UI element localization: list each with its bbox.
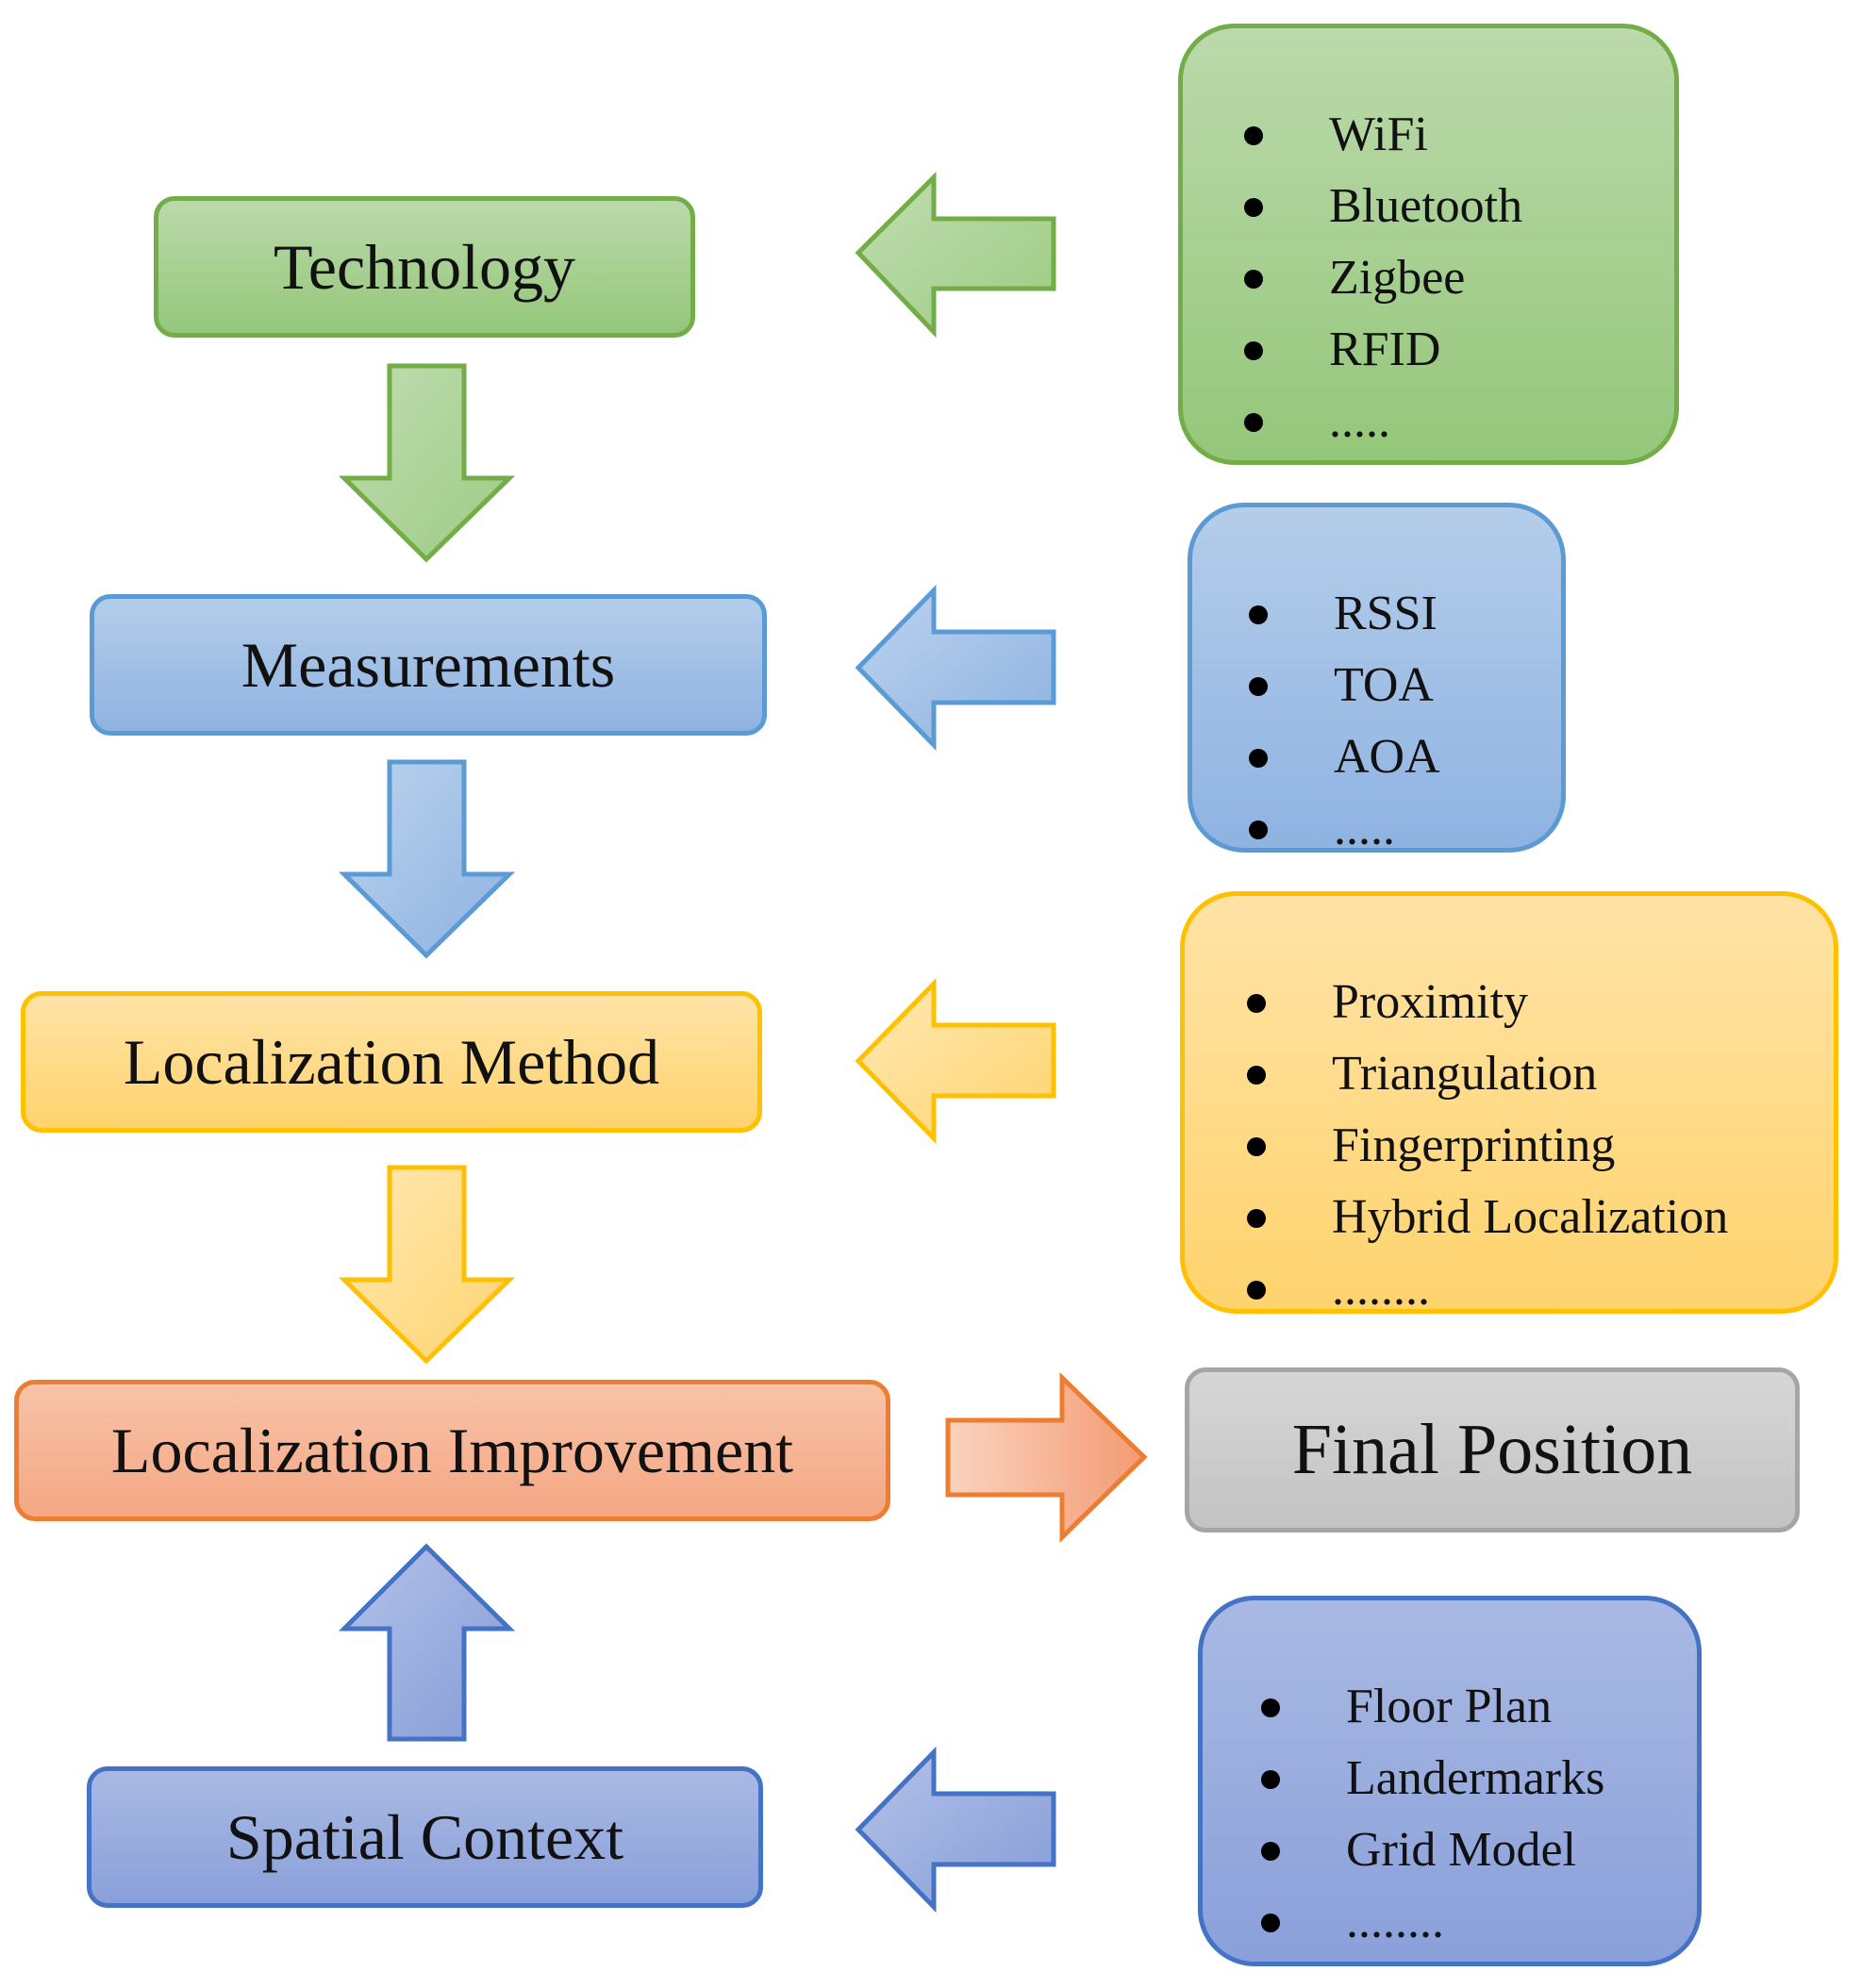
bullet-icon <box>1261 1770 1280 1789</box>
list-item: ........ <box>1247 1253 1728 1325</box>
bullet-icon <box>1244 198 1263 217</box>
arrow-down-technology-measurements <box>338 363 516 563</box>
final-position-box: Final Position <box>1185 1367 1800 1532</box>
list-item: Proximity <box>1247 967 1728 1038</box>
measurements-box: Measurements <box>90 594 767 736</box>
list-item: Hybrid Localization <box>1247 1182 1728 1253</box>
measurements-label: Measurements <box>241 628 616 701</box>
bullet-icon <box>1249 749 1268 768</box>
spatial-context-list-box: Floor Plan Landermarks Grid Model ......… <box>1198 1596 1702 1966</box>
bullet-icon <box>1249 820 1268 839</box>
bullet-icon <box>1247 1066 1266 1085</box>
list-item: ..... <box>1249 793 1440 865</box>
measurements-list-box: RSSI TOA AOA ..... <box>1188 503 1566 855</box>
list-item: Fingerprinting <box>1247 1110 1728 1182</box>
bullet-icon <box>1247 994 1266 1013</box>
arrow-left-localization-method <box>855 977 1056 1145</box>
arrow-left-spatial-context <box>855 1746 1056 1913</box>
list-item: Zigbee <box>1244 242 1522 314</box>
final-position-label: Final Position <box>1291 1410 1693 1489</box>
list-item: TOA <box>1249 650 1440 721</box>
list-item: Grid Model <box>1261 1814 1604 1886</box>
localization-improvement-label: Localization Improvement <box>110 1414 794 1486</box>
measurements-list: RSSI TOA AOA ..... <box>1249 578 1440 865</box>
arrow-right-final-position <box>945 1372 1148 1543</box>
list-item: AOA <box>1249 721 1440 793</box>
localization-method-list: Proximity Triangulation Fingerprinting H… <box>1247 967 1728 1325</box>
list-item: ........ <box>1261 1886 1604 1958</box>
technology-list-box: WiFi Bluetooth Zigbee RFID ..... <box>1178 24 1679 465</box>
list-item: Landermarks <box>1261 1743 1604 1814</box>
list-item: RFID <box>1244 314 1522 386</box>
spatial-context-box: Spatial Context <box>87 1766 763 1908</box>
localization-improvement-box: Localization Improvement <box>14 1380 890 1521</box>
list-item: ..... <box>1244 386 1522 457</box>
technology-list: WiFi Bluetooth Zigbee RFID ..... <box>1244 99 1522 457</box>
localization-method-list-box: Proximity Triangulation Fingerprinting H… <box>1180 891 1838 1316</box>
list-item: Triangulation <box>1247 1038 1728 1110</box>
bullet-icon <box>1247 1281 1266 1300</box>
arrow-down-measurements-method <box>338 759 516 959</box>
bullet-icon <box>1249 677 1268 696</box>
spatial-context-label: Spatial Context <box>225 1800 624 1873</box>
technology-label: Technology <box>273 230 576 303</box>
arrow-up-spatial-improvement <box>338 1543 516 1742</box>
bullet-icon <box>1244 126 1263 145</box>
bullet-icon <box>1244 341 1263 360</box>
bullet-icon <box>1247 1137 1266 1156</box>
bullet-icon <box>1261 1913 1280 1932</box>
bullet-icon <box>1244 413 1263 432</box>
localization-method-box: Localization Method <box>21 991 762 1133</box>
bullet-icon <box>1244 270 1263 289</box>
bullet-icon <box>1261 1842 1280 1861</box>
arrow-left-measurements <box>855 584 1056 752</box>
list-item: Floor Plan <box>1261 1671 1604 1743</box>
list-item: WiFi <box>1244 99 1522 171</box>
arrow-down-method-improvement <box>338 1165 516 1365</box>
bullet-icon <box>1247 1209 1266 1228</box>
list-item: RSSI <box>1249 578 1440 650</box>
bullet-icon <box>1249 605 1268 624</box>
localization-method-label: Localization Method <box>123 1025 660 1098</box>
arrow-left-technology <box>855 171 1056 339</box>
list-item: Bluetooth <box>1244 171 1522 242</box>
spatial-context-list: Floor Plan Landermarks Grid Model ......… <box>1261 1671 1604 1958</box>
bullet-icon <box>1261 1698 1280 1717</box>
technology-box: Technology <box>154 196 695 338</box>
